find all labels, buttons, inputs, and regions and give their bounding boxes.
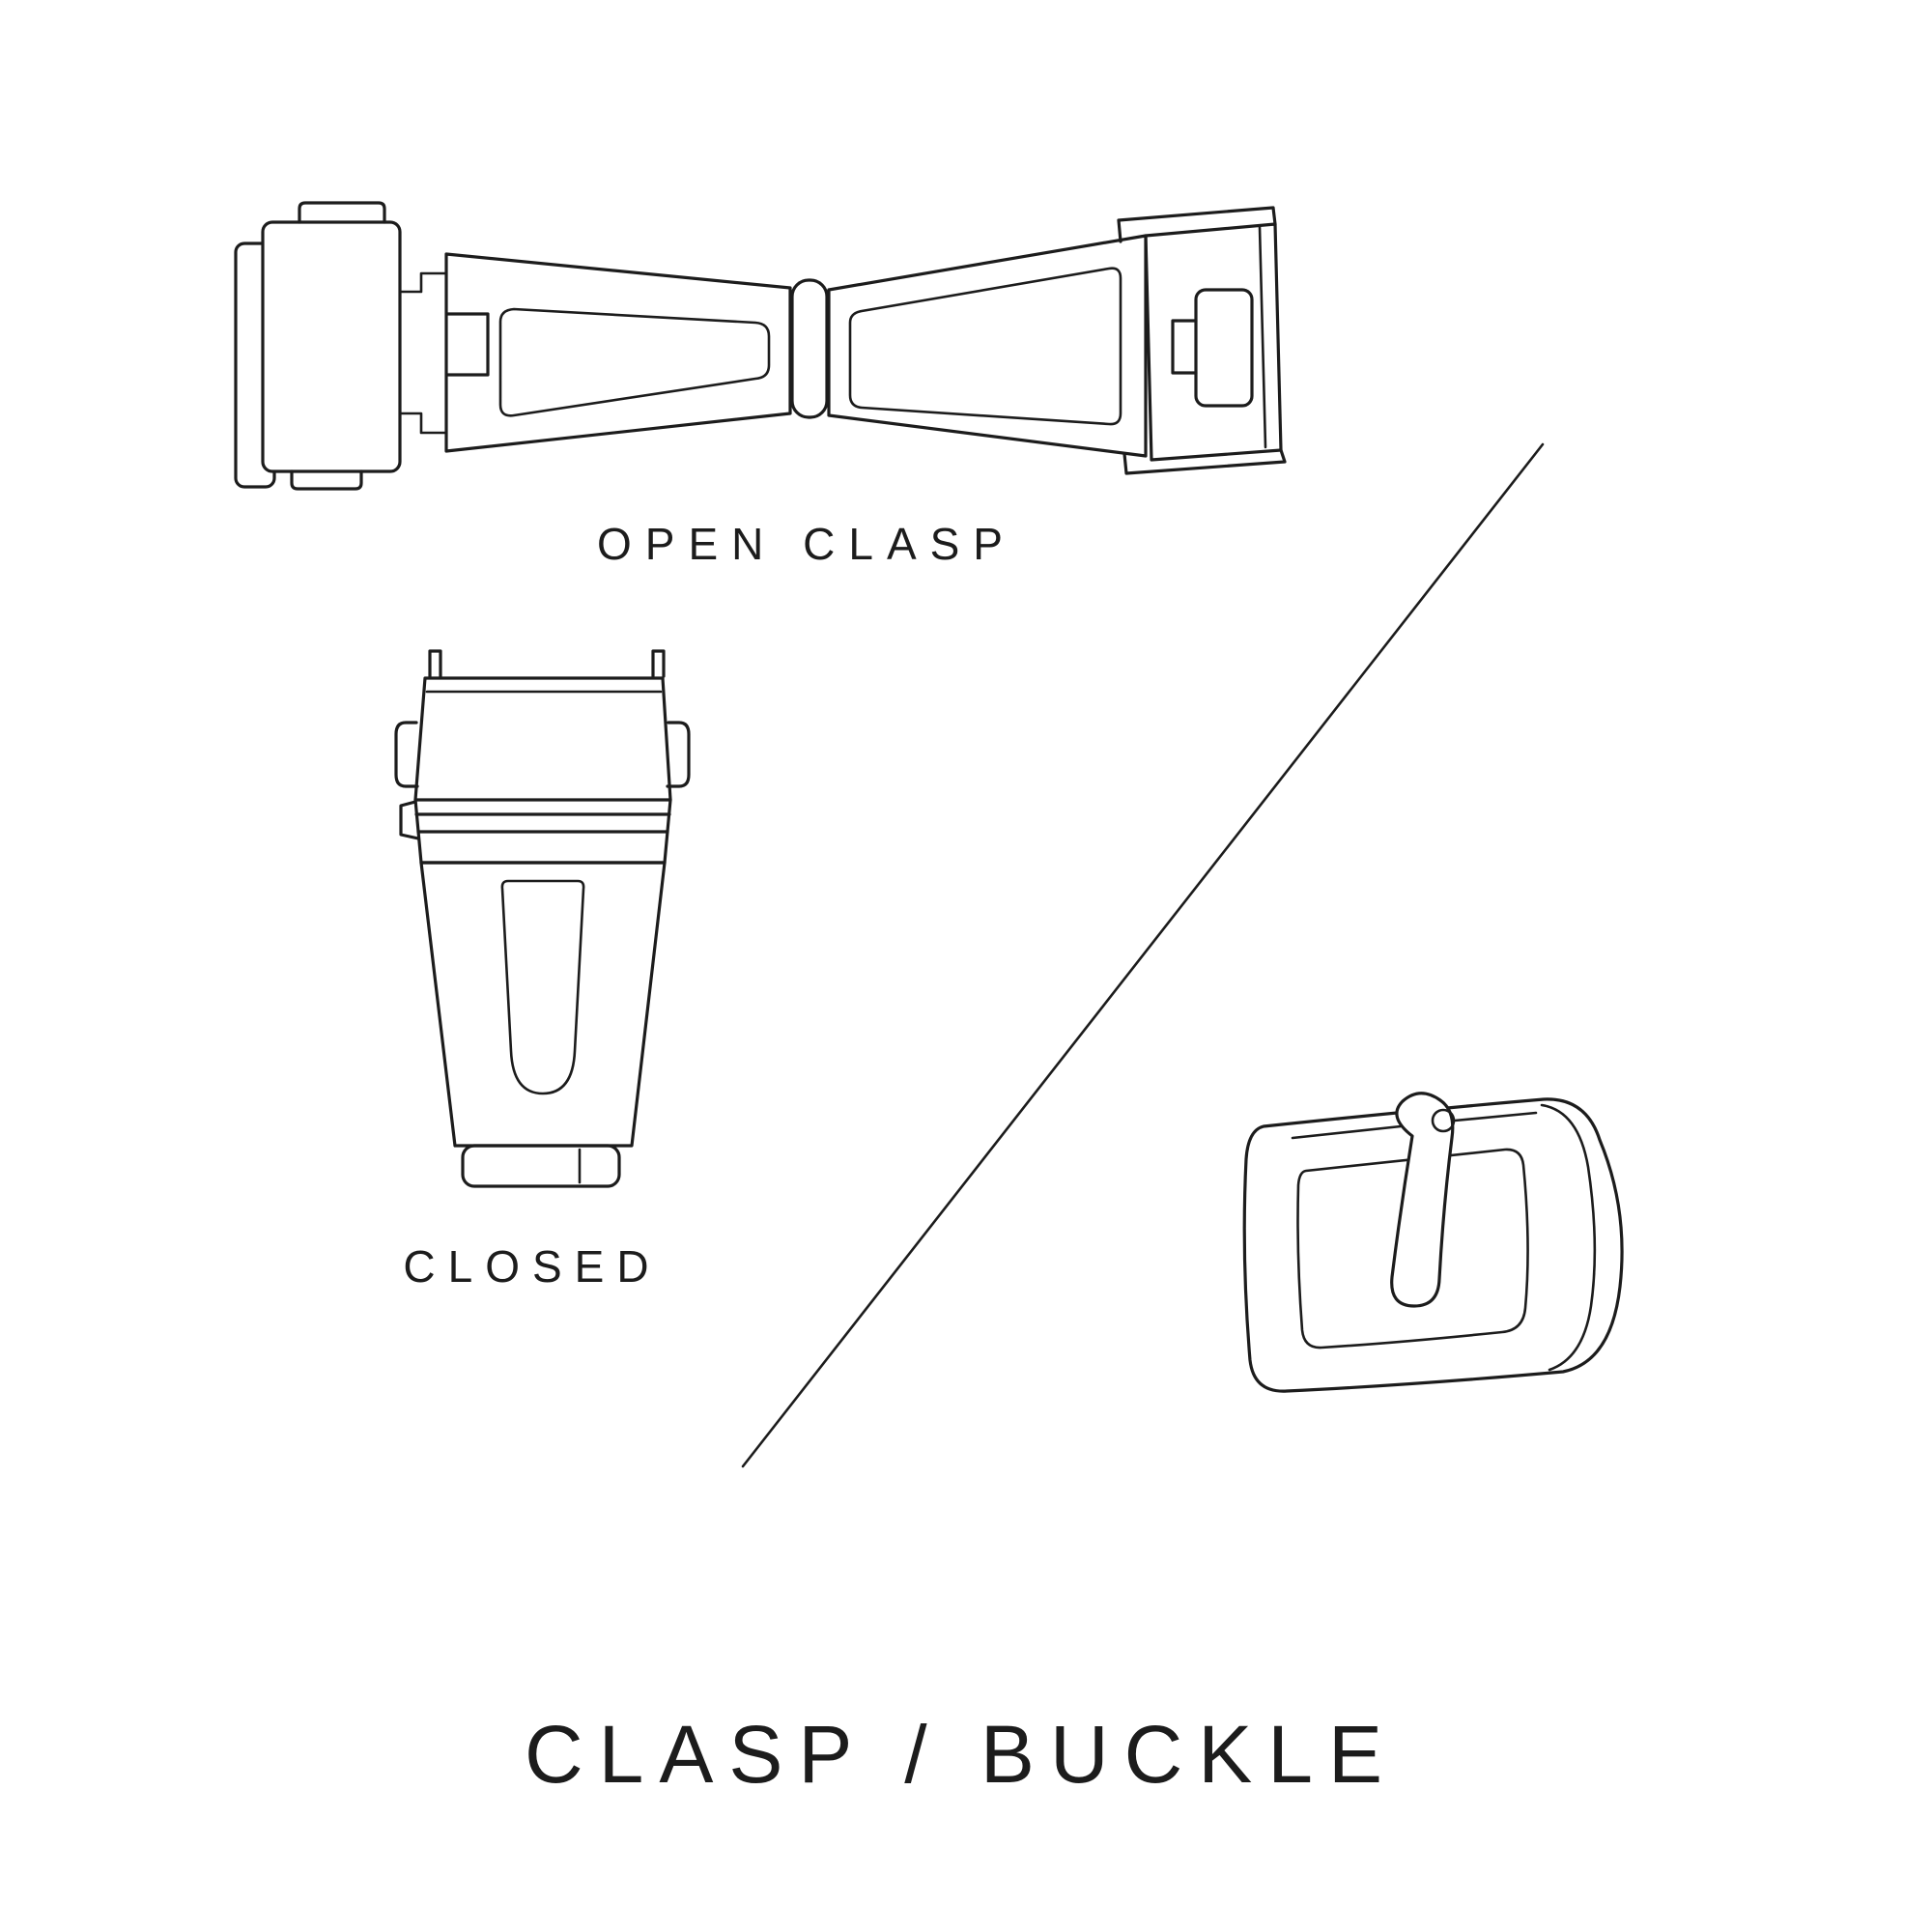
buckle-outer-frame (1242, 1097, 1624, 1393)
open-clasp-keeper (1194, 288, 1254, 408)
divider-line (741, 442, 1545, 1468)
divider (741, 442, 1545, 1468)
closed-clasp-drawing (394, 649, 691, 1188)
closed-clasp-prong-left (428, 649, 442, 678)
closed-clasp-slot (500, 879, 585, 1095)
buckle-right-bar-contour (1540, 1103, 1597, 1372)
open-clasp-label: OPEN CLASP (597, 519, 1016, 569)
page-title: CLASP / BUCKLE (524, 1709, 1399, 1800)
closed-clasp-ear-left (394, 721, 419, 788)
open-clasp-left-inner-plate (498, 307, 771, 417)
open-clasp-notch (445, 312, 490, 377)
buckle-pin-coil (1431, 1108, 1456, 1133)
open-clasp-neck (398, 271, 448, 435)
open-clasp-right-inner-plate (848, 267, 1122, 426)
open-clasp-bottom-tab (290, 469, 363, 491)
closed-clasp-band-lines (414, 812, 671, 865)
open-clasp-left-cover (261, 220, 402, 473)
open-clasp-top-step (1117, 206, 1277, 243)
closed-clasp-ear-right (666, 721, 691, 788)
open-clasp-right-edge-line (1258, 225, 1267, 449)
open-clasp-hook (1171, 319, 1198, 375)
open-clasp-left-arm (444, 252, 792, 453)
open-clasp-top-tab (298, 201, 386, 224)
open-clasp-hinge (790, 278, 829, 419)
open-clasp-right-arm (827, 234, 1148, 458)
closed-clasp-cover (413, 676, 672, 802)
closed-clasp-side-tab (399, 800, 420, 840)
buckle-inner-opening (1296, 1148, 1529, 1350)
open-clasp-bottom-step (1122, 448, 1287, 475)
tang-buckle-drawing (1242, 1092, 1624, 1393)
closed-clasp-body (419, 861, 667, 1148)
open-clasp-drawing (234, 201, 1287, 491)
closed-clasp-label: CLOSED (403, 1241, 662, 1292)
buckle-pin (1291, 1111, 1538, 1140)
buckle-tongue (1390, 1092, 1455, 1308)
closed-clasp-bottom-cap (461, 1144, 621, 1188)
closed-clasp-prong-right (651, 649, 666, 678)
